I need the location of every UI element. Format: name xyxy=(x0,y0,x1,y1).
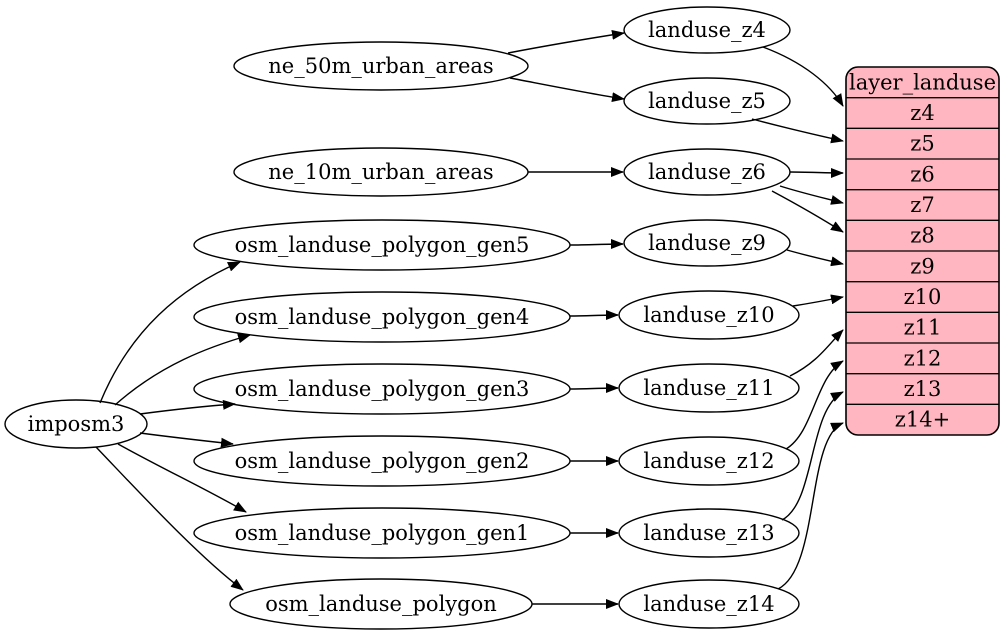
node-label-landuse_z13: landuse_z13 xyxy=(643,521,774,545)
edge-osm_landuse_polygon_gen3-to-landuse_z11 xyxy=(569,383,619,394)
table-row-z4: z4 xyxy=(910,101,934,125)
edge-imposm3-to-osm_landuse_polygon_gen5 xyxy=(99,261,241,404)
node-ne_10m_urban_areas: ne_10m_urban_areas xyxy=(233,147,529,197)
node-osm_landuse_polygon_gen1: osm_landuse_polygon_gen1 xyxy=(193,507,571,559)
node-ellipse-imposm3 xyxy=(4,399,148,449)
edge-landuse_z4-to-layer_landuse-z4 xyxy=(762,46,844,107)
node-landuse_z11: landuse_z11 xyxy=(618,363,800,413)
edge-landuse_z10-to-layer_landuse-z10 xyxy=(792,294,844,307)
edge-landuse_z12-to-layer_landuse-z12 xyxy=(785,360,844,450)
node-osm_landuse_polygon_gen2: osm_landuse_polygon_gen2 xyxy=(193,435,571,487)
node-label-ne_50m_urban_areas: ne_50m_urban_areas xyxy=(268,54,493,78)
table-row-z10: z10 xyxy=(904,285,942,309)
node-label-osm_landuse_polygon_gen1: osm_landuse_polygon_gen1 xyxy=(235,521,530,545)
edge-imposm3-to-osm_landuse_polygon_gen4 xyxy=(114,333,251,406)
node-ellipse-ne_50m_urban_areas xyxy=(233,41,529,91)
node-osm_landuse_polygon: osm_landuse_polygon xyxy=(229,578,533,630)
edge-landuse_z6-to-layer_landuse-z7 xyxy=(779,185,844,205)
table-row-z12: z12 xyxy=(904,346,942,370)
node-ellipse-landuse_z11 xyxy=(618,363,800,413)
table-row-z11: z11 xyxy=(904,316,942,340)
node-label-landuse_z11: landuse_z11 xyxy=(643,376,774,400)
node-landuse_z6: landuse_z6 xyxy=(623,148,791,196)
table-row-z6: z6 xyxy=(910,162,934,186)
node-ellipse-landuse_z9 xyxy=(623,219,791,267)
node-ellipse-landuse_z12 xyxy=(618,436,800,486)
node-osm_landuse_polygon_gen3: osm_landuse_polygon_gen3 xyxy=(193,363,571,415)
node-landuse_z10: landuse_z10 xyxy=(618,290,800,340)
edge-ne_50m_urban_areas-to-landuse_z4 xyxy=(507,29,625,54)
node-label-landuse_z12: landuse_z12 xyxy=(643,449,774,473)
edge-imposm3-to-osm_landuse_polygon_gen2 xyxy=(139,432,234,448)
node-label-osm_landuse_polygon_gen4: osm_landuse_polygon_gen4 xyxy=(235,305,530,329)
node-ellipse-landuse_z10 xyxy=(618,290,800,340)
edge-imposm3-to-osm_landuse_polygon xyxy=(95,446,244,591)
edge-ne_50m_urban_areas-to-landuse_z5 xyxy=(509,77,625,103)
node-layer_landuse: layer_landuse z4 z5 z6 z7 z8 z9 z10 z11 z12 z13 z14… xyxy=(845,66,1000,436)
table-row-z9: z9 xyxy=(910,254,934,278)
node-label-osm_landuse_polygon: osm_landuse_polygon xyxy=(265,592,497,616)
node-label-imposm3: imposm3 xyxy=(28,412,125,436)
node-label-osm_landuse_polygon_gen5: osm_landuse_polygon_gen5 xyxy=(235,233,530,257)
node-ellipse-osm_landuse_polygon_gen4 xyxy=(193,291,571,343)
edge-landuse_z5-to-layer_landuse-z5 xyxy=(751,118,844,144)
node-label-landuse_z10: landuse_z10 xyxy=(643,303,774,327)
edge-landuse_z13-to-layer_landuse-z13 xyxy=(781,391,844,521)
node-label-landuse_z9: landuse_z9 xyxy=(648,231,766,255)
edge-landuse_z6-to-layer_landuse-z6 xyxy=(789,167,844,178)
node-landuse_z9: landuse_z9 xyxy=(623,219,791,267)
edge-landuse_z14-to-layer_landuse-z14+ xyxy=(777,422,844,590)
edge-osm_landuse_polygon_gen5-to-landuse_z9 xyxy=(569,239,624,250)
node-osm_landuse_polygon_gen5: osm_landuse_polygon_gen5 xyxy=(193,219,571,271)
edge-landuse_z11-to-layer_landuse-z11 xyxy=(789,329,844,377)
node-landuse_z14: landuse_z14 xyxy=(618,579,800,629)
node-label-landuse_z14: landuse_z14 xyxy=(643,592,774,616)
edge-osm_landuse_polygon_gen4-to-landuse_z10 xyxy=(569,310,619,321)
table-row-z7: z7 xyxy=(910,193,934,217)
node-label-osm_landuse_polygon_gen3: osm_landuse_polygon_gen3 xyxy=(235,377,530,401)
node-ellipse-landuse_z14 xyxy=(618,579,800,629)
node-label-landuse_z6: landuse_z6 xyxy=(648,160,766,184)
node-osm_landuse_polygon_gen4: osm_landuse_polygon_gen4 xyxy=(193,291,571,343)
table-header-layer_landuse: layer_landuse xyxy=(849,70,996,94)
node-ne_50m_urban_areas: ne_50m_urban_areas xyxy=(233,41,529,91)
node-landuse_z12: landuse_z12 xyxy=(618,436,800,486)
node-landuse_z13: landuse_z13 xyxy=(618,508,800,558)
edge-landuse_z6-to-layer_landuse-z8 xyxy=(771,190,844,233)
node-landuse_z4: landuse_z4 xyxy=(623,6,791,54)
node-label-landuse_z5: landuse_z5 xyxy=(648,89,766,113)
edge-imposm3-to-osm_landuse_polygon_gen1 xyxy=(117,443,247,513)
table-row-z5: z5 xyxy=(910,132,934,156)
node-ellipse-landuse_z13 xyxy=(618,508,800,558)
node-label-landuse_z4: landuse_z4 xyxy=(648,18,766,42)
edge-landuse_z9-to-layer_landuse-z9 xyxy=(786,249,844,267)
table-row-z8: z8 xyxy=(910,224,934,248)
node-landuse_z5: landuse_z5 xyxy=(623,77,791,125)
node-imposm3: imposm3 xyxy=(4,399,148,449)
node-label-ne_10m_urban_areas: ne_10m_urban_areas xyxy=(268,160,493,184)
table-row-z13: z13 xyxy=(904,377,942,401)
node-label-osm_landuse_polygon_gen2: osm_landuse_polygon_gen2 xyxy=(235,449,530,473)
edge-imposm3-to-osm_landuse_polygon_gen3 xyxy=(139,399,236,415)
table-row-z14+: z14+ xyxy=(895,408,950,432)
